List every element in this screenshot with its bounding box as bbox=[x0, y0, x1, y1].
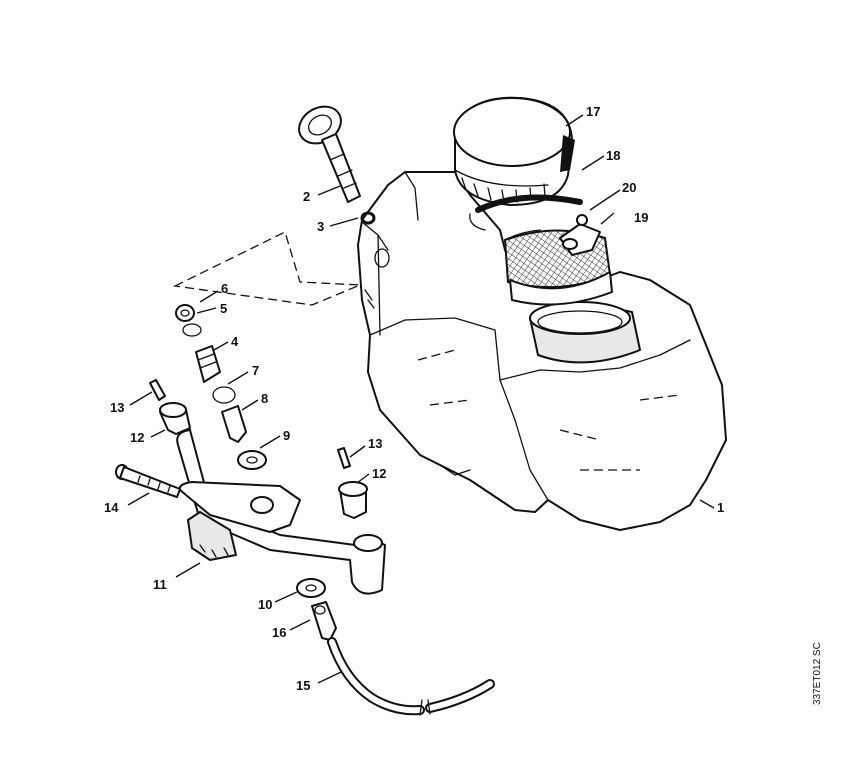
callout-15: 15 bbox=[296, 678, 310, 693]
spring-pin-left bbox=[149, 379, 166, 401]
pickup-fittings bbox=[175, 304, 267, 470]
handle-bar bbox=[176, 429, 386, 595]
strainer-clip bbox=[559, 214, 601, 256]
drawing-code: 337ET012 SC bbox=[812, 642, 823, 705]
fuel-grommet bbox=[298, 105, 361, 203]
callout-14: 14 bbox=[104, 500, 119, 515]
bushing-right bbox=[338, 481, 368, 519]
callout-6: 6 bbox=[221, 281, 228, 296]
callout-3: 3 bbox=[317, 219, 324, 234]
callout-20: 20 bbox=[622, 180, 636, 195]
assembly-outline bbox=[172, 231, 361, 306]
callout-7: 7 bbox=[252, 363, 259, 378]
callout-12-right: 12 bbox=[372, 466, 386, 481]
fuel-hose bbox=[327, 637, 495, 716]
callout-2: 2 bbox=[303, 189, 310, 204]
callout-10: 10 bbox=[258, 597, 272, 612]
o-ring bbox=[360, 211, 376, 225]
tank-body bbox=[357, 171, 727, 531]
callout-5: 5 bbox=[220, 301, 227, 316]
callout-12-left: 12 bbox=[130, 430, 144, 445]
spring-pin-right bbox=[337, 447, 351, 469]
callout-18: 18 bbox=[606, 148, 620, 163]
hose-fitting bbox=[311, 601, 337, 641]
callout-16: 16 bbox=[272, 625, 286, 640]
callout-19: 19 bbox=[634, 210, 648, 225]
retaining-ring bbox=[469, 194, 583, 231]
washer bbox=[296, 578, 326, 598]
callout-13-right: 13 bbox=[368, 436, 382, 451]
filler-cap bbox=[453, 96, 575, 206]
leader-lines bbox=[127, 114, 715, 684]
callout-11: 11 bbox=[153, 577, 167, 592]
callout-9: 9 bbox=[283, 428, 290, 443]
callout-13-left: 13 bbox=[110, 400, 124, 415]
bolt bbox=[115, 464, 181, 498]
callout-4: 4 bbox=[231, 334, 239, 349]
callout-8: 8 bbox=[261, 391, 268, 406]
callout-labels: 1 2 3 4 5 6 7 8 9 10 11 12 12 13 13 14 1… bbox=[104, 104, 724, 693]
callout-17: 17 bbox=[586, 104, 600, 119]
callout-1: 1 bbox=[717, 500, 724, 515]
bushing-left bbox=[159, 402, 191, 435]
